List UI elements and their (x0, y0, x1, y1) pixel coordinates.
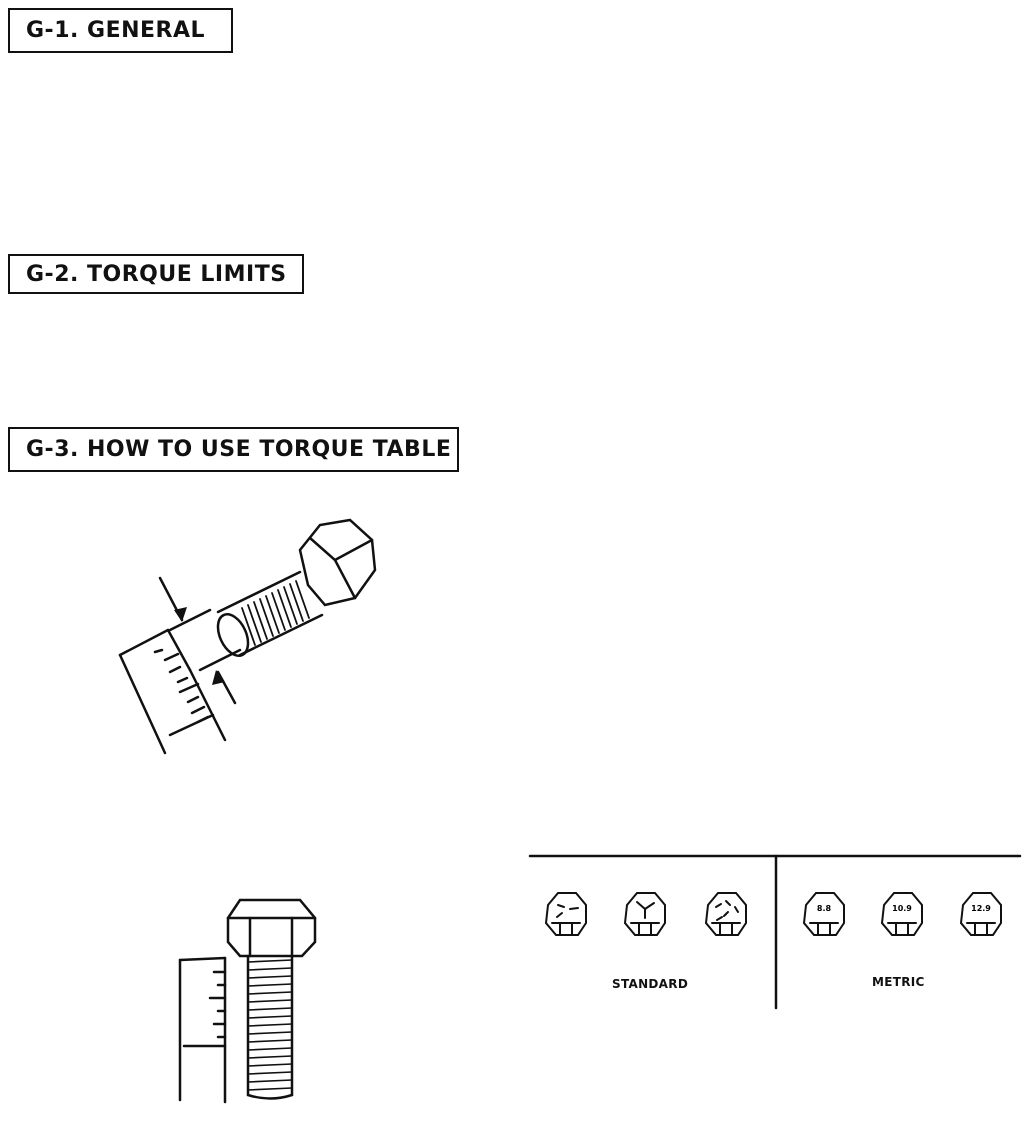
bolt-diameter-measurement-illustration (118, 518, 377, 755)
dimension-arrows (158, 576, 242, 705)
metric-grade-10-9: 10.9 (892, 904, 912, 913)
metric-grade-8-8: 8.8 (817, 904, 832, 913)
heading-text: G-1. GENERAL (26, 18, 206, 43)
metric-bolt-head-icon (959, 892, 1002, 936)
metric-bolt-head-icon (802, 892, 845, 936)
section-heading-how-to-use-torque-table: G-3. HOW TO USE TORQUE TABLE (8, 427, 459, 472)
standard-bolt-head-icon (544, 892, 587, 936)
bolt-grade-markings-table: 8.8 10.9 12.9 (528, 854, 1022, 1010)
standard-bolt-head-icon (623, 892, 666, 936)
metric-bolt-head-icon (880, 892, 923, 936)
bolt-icon (216, 518, 377, 657)
section-heading-general: G-1. GENERAL (8, 8, 233, 53)
standard-label: STANDARD (612, 977, 689, 991)
bolt-icon (226, 898, 317, 1100)
metric-label: METRIC (872, 975, 925, 989)
metric-grade-12-9: 12.9 (971, 904, 991, 913)
standard-bolt-head-icon (704, 892, 747, 936)
ruler-icon (178, 956, 227, 1104)
heading-text: G-3. HOW TO USE TORQUE TABLE (26, 437, 452, 462)
heading-text: G-2. TORQUE LIMITS (26, 261, 287, 287)
ruler-icon (118, 628, 227, 755)
section-heading-torque-limits: G-2. TORQUE LIMITS (8, 254, 304, 294)
bolt-length-measurement-illustration (178, 898, 317, 1104)
